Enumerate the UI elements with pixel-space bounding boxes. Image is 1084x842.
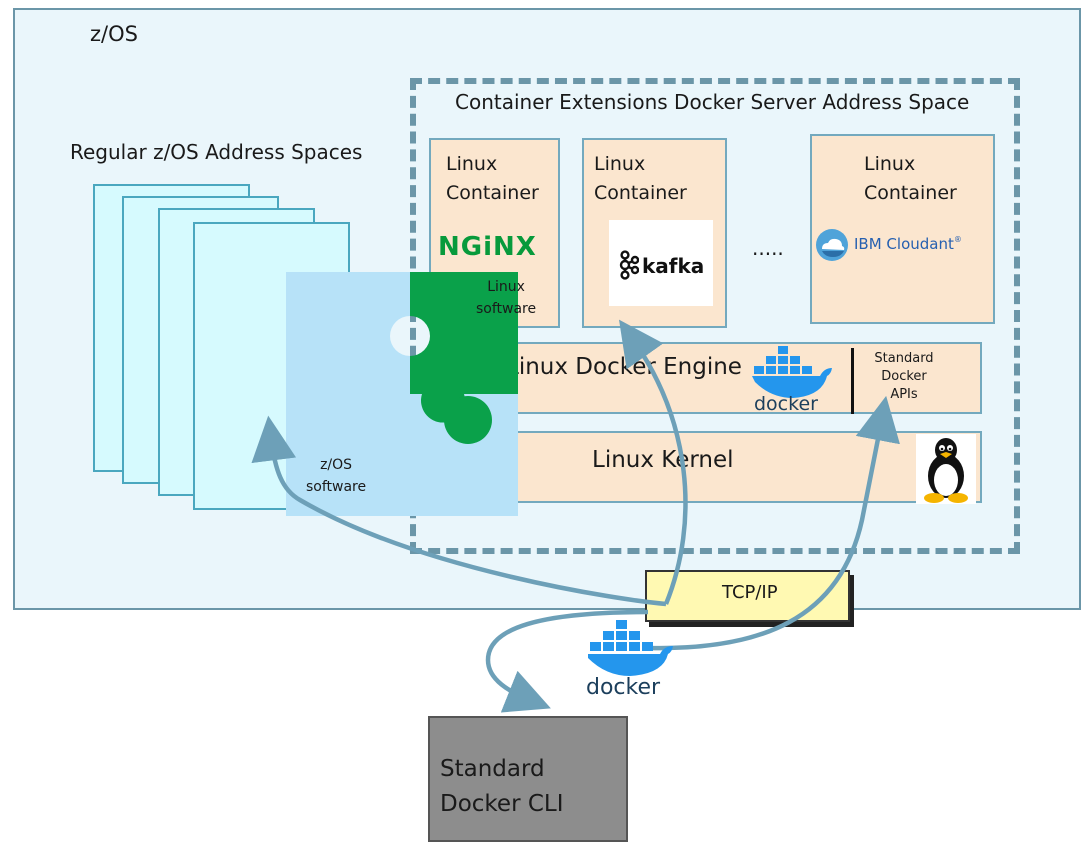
container-line1: Linux (864, 153, 916, 175)
bottom-docker-wordmark: docker (586, 675, 661, 698)
zos-software-label: z/OS software (306, 454, 366, 498)
linux-software-line2: software (476, 301, 537, 317)
linux-kernel-layer (490, 431, 982, 503)
arrow-to-zos-software (251, 415, 667, 607)
linux-kernel-label: Linux Kernel (592, 447, 734, 473)
container-label-kafka: Linux Container (594, 150, 687, 208)
more-containers-ellipsis: ..... (752, 236, 784, 260)
cloudant-logo-text: IBM Cloudant® (854, 235, 962, 253)
docker-whale-icon: docker (752, 346, 832, 414)
zos-software-line1: z/OS (320, 457, 353, 473)
container-label-nginx: Linux Container (446, 150, 539, 208)
docker-engine-wordmark: docker (754, 393, 818, 414)
docker-cli-line1: Standard (440, 756, 545, 782)
cloudant-logo: IBM Cloudant® (812, 220, 992, 270)
bottom-docker-whale-icon: docker (586, 620, 673, 698)
container-line2: Container (446, 182, 539, 204)
docker-server-title: Container Extensions Docker Server Addre… (455, 90, 970, 114)
linux-software-line1: Linux (487, 279, 525, 295)
apis-line1: Standard (874, 351, 934, 366)
docker-cli-line2: Docker CLI (440, 791, 564, 817)
puzzle-knob (444, 396, 492, 444)
kafka-logo-text: kafka (642, 254, 705, 278)
container-line1: Linux (594, 153, 646, 175)
zos-title: z/OS (90, 22, 138, 46)
kafka-logo-card: kafka (609, 220, 713, 306)
arrow-to-docker-apis (649, 395, 900, 651)
puzzle-pieces (286, 272, 518, 516)
arrow-to-docker-cli (485, 609, 649, 713)
linux-software-label: Linux software (476, 276, 536, 320)
docker-cli-label: Standard Docker CLI (440, 752, 610, 822)
regular-address-spaces-title: Regular z/OS Address Spaces (70, 140, 363, 164)
kafka-icon (619, 250, 639, 280)
linux-software-piece (410, 272, 518, 423)
tcpip-box (645, 570, 850, 622)
zos-software-line2: software (306, 479, 367, 495)
linux-docker-engine-layer (504, 342, 982, 414)
linux-container-cloudant (810, 134, 995, 324)
api-divider (851, 348, 854, 414)
container-line1: Linux (446, 153, 498, 175)
nginx-logo: NGiNX (438, 232, 537, 262)
apis-line2: Docker (881, 369, 927, 384)
container-line2: Container (864, 182, 957, 204)
cloudant-icon (816, 229, 848, 261)
cloudant-name: IBM Cloudant (854, 235, 954, 253)
docker-cli-box (428, 716, 628, 842)
container-label-cloudant: Linux Container (864, 150, 957, 208)
zos-software-piece (286, 272, 518, 516)
arrow-to-kafka-container (619, 319, 688, 605)
container-line2: Container (594, 182, 687, 204)
tcpip-label: TCP/IP (722, 582, 778, 603)
tux-penguin-icon (916, 434, 976, 504)
